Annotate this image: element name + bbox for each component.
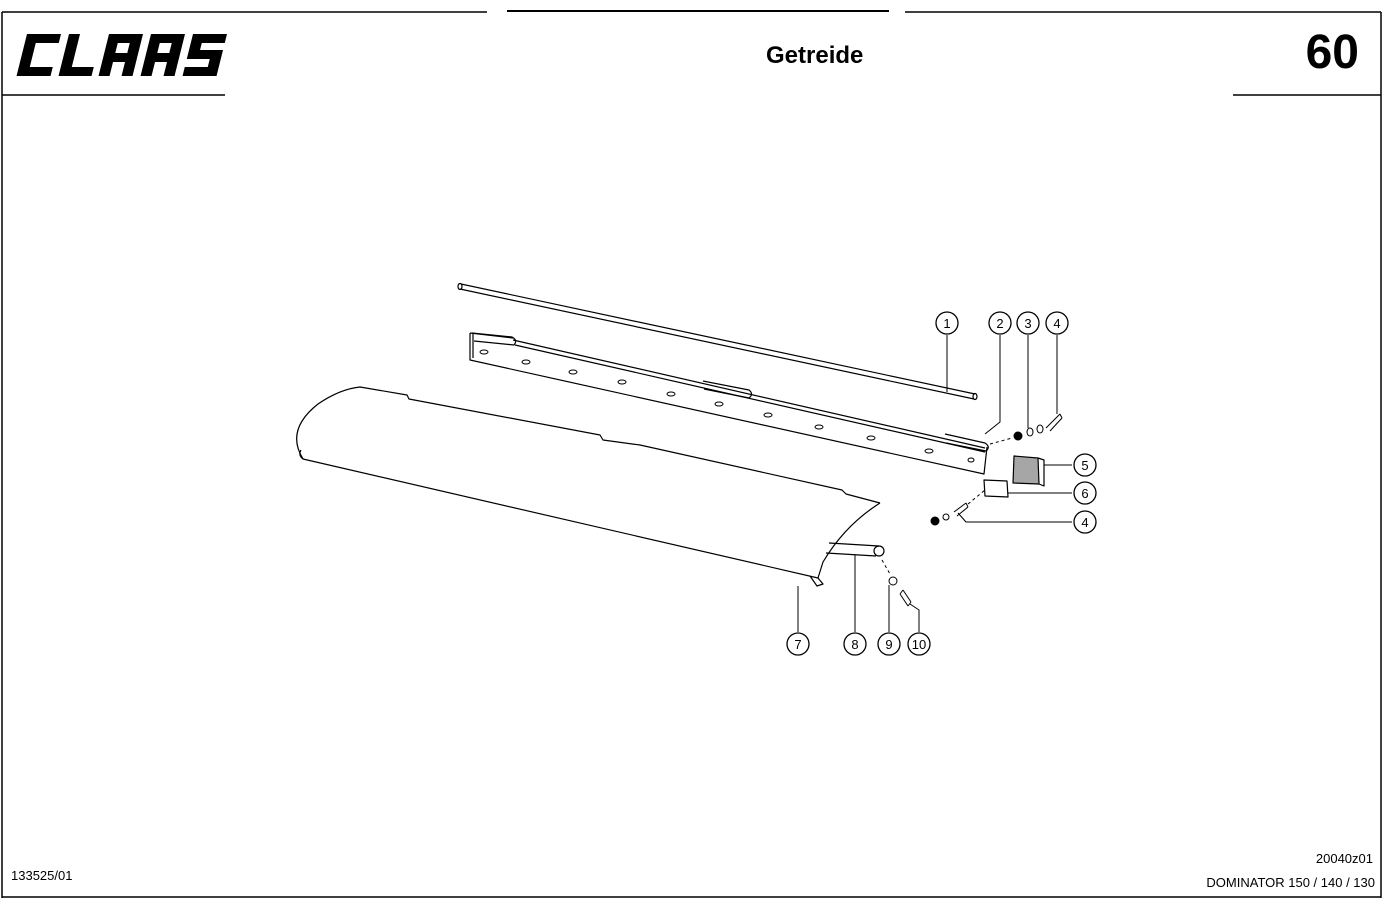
fastener-upper — [989, 413, 1063, 445]
callout-3: 3 — [1016, 311, 1040, 335]
claas-logo — [14, 30, 234, 80]
callout-6: 6 — [1073, 481, 1097, 505]
svg-text:1: 1 — [943, 316, 950, 331]
callout-5: 5 — [1073, 453, 1097, 477]
plate-part — [983, 479, 1009, 498]
svg-text:3: 3 — [1024, 316, 1031, 331]
svg-text:5: 5 — [1081, 458, 1088, 473]
callout-9: 9 — [877, 632, 901, 656]
rod-part — [457, 282, 978, 401]
fastener-lower — [930, 489, 986, 526]
callout-4-lower: 4 — [1073, 510, 1097, 534]
svg-text:2: 2 — [996, 316, 1003, 331]
hinge-strip-part — [469, 332, 989, 475]
leader-lines — [797, 335, 1072, 632]
svg-text:6: 6 — [1081, 486, 1088, 501]
curved-cover-part — [296, 386, 881, 587]
callout-2: 2 — [988, 311, 1012, 335]
svg-text:9: 9 — [885, 637, 892, 652]
model-designation: DOMINATOR 150 / 140 / 130 — [1206, 875, 1375, 890]
svg-text:4: 4 — [1081, 515, 1088, 530]
svg-text:4: 4 — [1053, 316, 1060, 331]
svg-text:8: 8 — [851, 637, 858, 652]
callout-7: 7 — [786, 632, 810, 656]
block-part — [1012, 455, 1045, 487]
callout-8: 8 — [843, 632, 867, 656]
callout-1: 1 — [935, 311, 959, 335]
svg-text:7: 7 — [794, 637, 801, 652]
tube-part — [825, 542, 885, 557]
drawing-code: 20040z01 — [1315, 851, 1373, 866]
page-title: Getreide — [766, 42, 864, 69]
page-number: 60 — [1305, 26, 1359, 79]
washer-bolt-parts — [881, 559, 912, 607]
callout-10: 10 — [907, 632, 931, 656]
document-number: 133525/01 — [11, 868, 73, 883]
callout-4-upper: 4 — [1045, 311, 1069, 335]
svg-text:10: 10 — [912, 637, 926, 652]
